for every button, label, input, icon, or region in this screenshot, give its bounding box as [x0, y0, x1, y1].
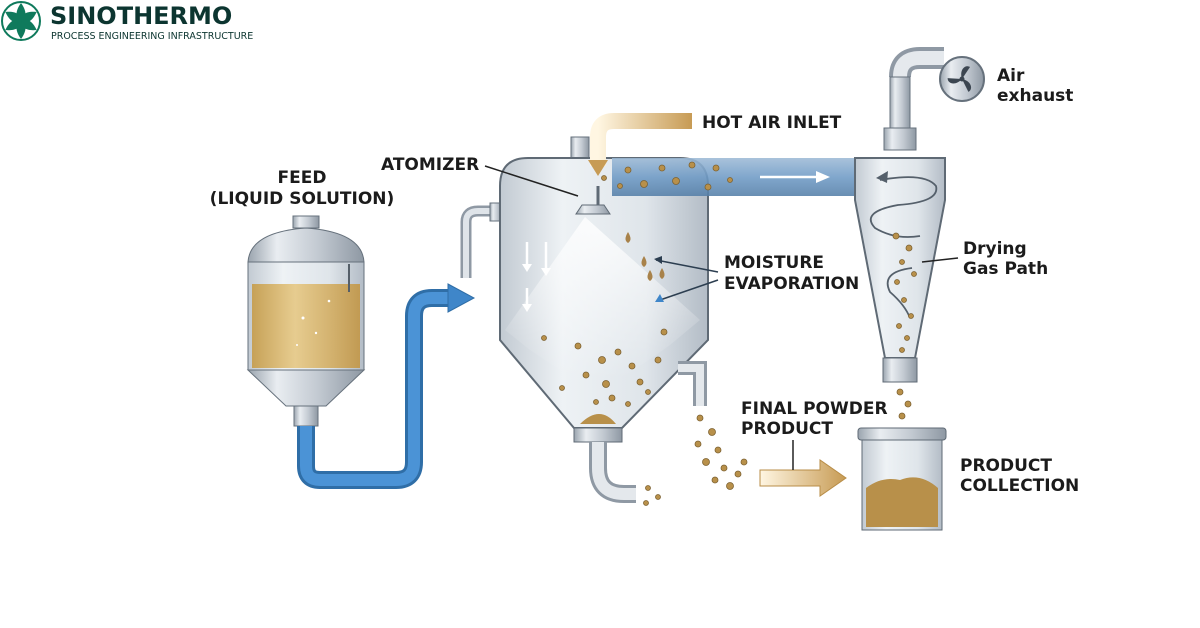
- label-drying-line1: Drying: [963, 239, 1027, 259]
- liquid-droplets: [625, 232, 665, 281]
- label-atomizer-text: ATOMIZER: [381, 155, 479, 175]
- label-drying-gas-path: Drying Gas Path: [921, 239, 1048, 279]
- hot-air-inlet-pipe: [588, 113, 692, 176]
- feed-arrow-icon: [447, 283, 476, 313]
- label-product-collection: PRODUCT COLLECTION: [960, 456, 1079, 496]
- label-air-exhaust-line1: Air: [997, 66, 1025, 86]
- brand-logo: SINOTHERMO PROCESS ENGINEERING INFRASTRU…: [1, 1, 253, 42]
- label-feed-line2: (LIQUID SOLUTION): [210, 189, 395, 209]
- powder-flow-arrow-icon: [759, 459, 847, 497]
- vortex-path: [869, 176, 938, 319]
- gas-duct: [612, 158, 860, 196]
- label-moisture-line2: EVAPORATION: [724, 274, 859, 294]
- label-final-powder: FINAL POWDER PRODUCT: [741, 399, 888, 439]
- logo-mark-icon: [1, 1, 41, 41]
- label-moisture-line1: MOISTURE: [724, 253, 824, 273]
- label-collection-line1: PRODUCT: [960, 456, 1052, 476]
- label-final-line2: PRODUCT: [741, 419, 833, 439]
- fan-icon: [947, 66, 972, 92]
- chamber-powder: [580, 414, 616, 424]
- collected-powder: [866, 477, 938, 527]
- label-final-line1: FINAL POWDER: [741, 399, 888, 419]
- feed-tank: [246, 215, 366, 427]
- label-hot-air-inlet-text: HOT AIR INLET: [702, 113, 842, 133]
- spray-cone: [505, 217, 700, 380]
- label-moisture: MOISTURE EVAPORATION: [654, 253, 859, 302]
- label-hot-air-inlet: HOT AIR INLET: [702, 113, 842, 133]
- powder-particles: [541, 161, 917, 506]
- cyclone-separator: [854, 47, 985, 383]
- duct-arrow-icon: [816, 171, 830, 183]
- label-feed: FEED (LIQUID SOLUTION): [210, 168, 395, 209]
- brand-name: SINOTHERMO: [50, 2, 232, 30]
- feed-liquid: [252, 284, 360, 368]
- label-feed-line1: FEED: [278, 168, 327, 188]
- hot-air-arrow-icon: [588, 160, 608, 176]
- product-collection-jar: [857, 427, 947, 531]
- feed-pipe: [297, 283, 476, 489]
- label-air-exhaust: Air exhaust: [997, 66, 1073, 106]
- label-collection-line2: COLLECTION: [960, 476, 1079, 496]
- label-drying-line2: Gas Path: [963, 259, 1048, 279]
- brand-tagline: PROCESS ENGINEERING INFRASTRUCTURE: [51, 31, 253, 42]
- label-atomizer: ATOMIZER: [381, 155, 579, 197]
- label-air-exhaust-line2: exhaust: [997, 86, 1073, 106]
